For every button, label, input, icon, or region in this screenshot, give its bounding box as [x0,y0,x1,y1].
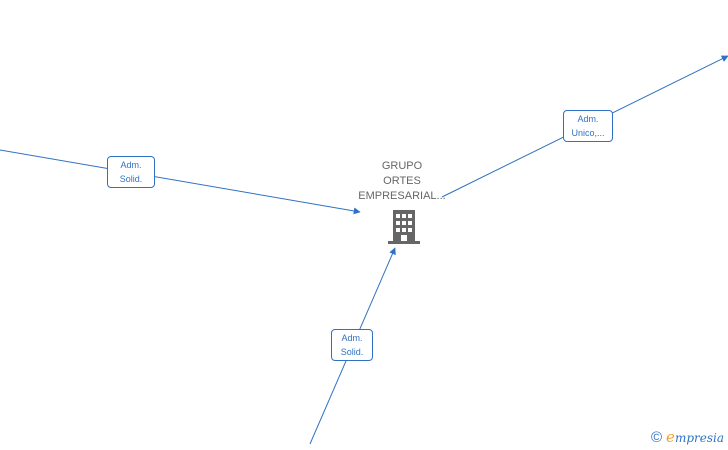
center-node-line-3: EMPRESARIAL... [358,190,446,202]
copyright-icon: © [650,428,663,446]
empresia-watermark: © empresia [651,428,724,446]
edge-label-bottom-line-1: Adm. [341,333,363,343]
center-node-line-1: GRUPO [381,160,423,172]
edge-label-left[interactable]: Adm. Solid. [107,156,155,188]
empresia-logo-initial: e [666,428,675,446]
building-icon[interactable] [388,210,420,244]
edge-label-top-right[interactable]: Adm. Unico,... [563,110,613,142]
center-node-label[interactable]: GRUPO ORTES EMPRESARIAL... [350,159,454,204]
empresia-logo-rest: mpresia [674,431,724,445]
edge-label-bottom-line-2: Solid. [340,347,364,357]
edge-label-left-line-2: Solid. [119,174,143,184]
edge-label-top-right-line-2: Unico,... [571,128,605,138]
edge-label-left-line-1: Adm. [120,160,142,170]
edge-line-left [0,149,361,215]
center-node-line-2: ORTES [383,175,421,187]
edge-label-bottom[interactable]: Adm. Solid. [331,329,373,361]
edge-label-top-right-line-1: Adm. [577,114,599,124]
empresia-logo: empresia [666,428,724,446]
